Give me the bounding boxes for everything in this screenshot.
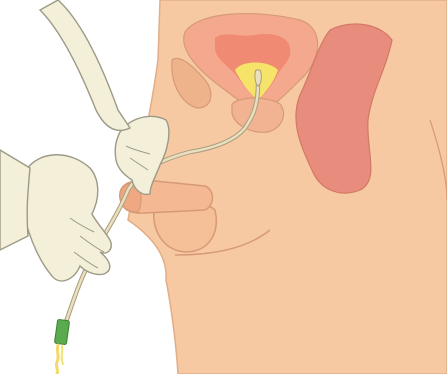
- lower-glove-cuff: [0, 150, 30, 250]
- upper-glove-cuff: [40, 0, 130, 130]
- urine-drip-2: [62, 346, 63, 364]
- urine-drip: [56, 345, 58, 374]
- catheter-tip: [255, 70, 261, 86]
- catheter-connector: [54, 319, 69, 344]
- lower-glove-hand: [22, 155, 111, 281]
